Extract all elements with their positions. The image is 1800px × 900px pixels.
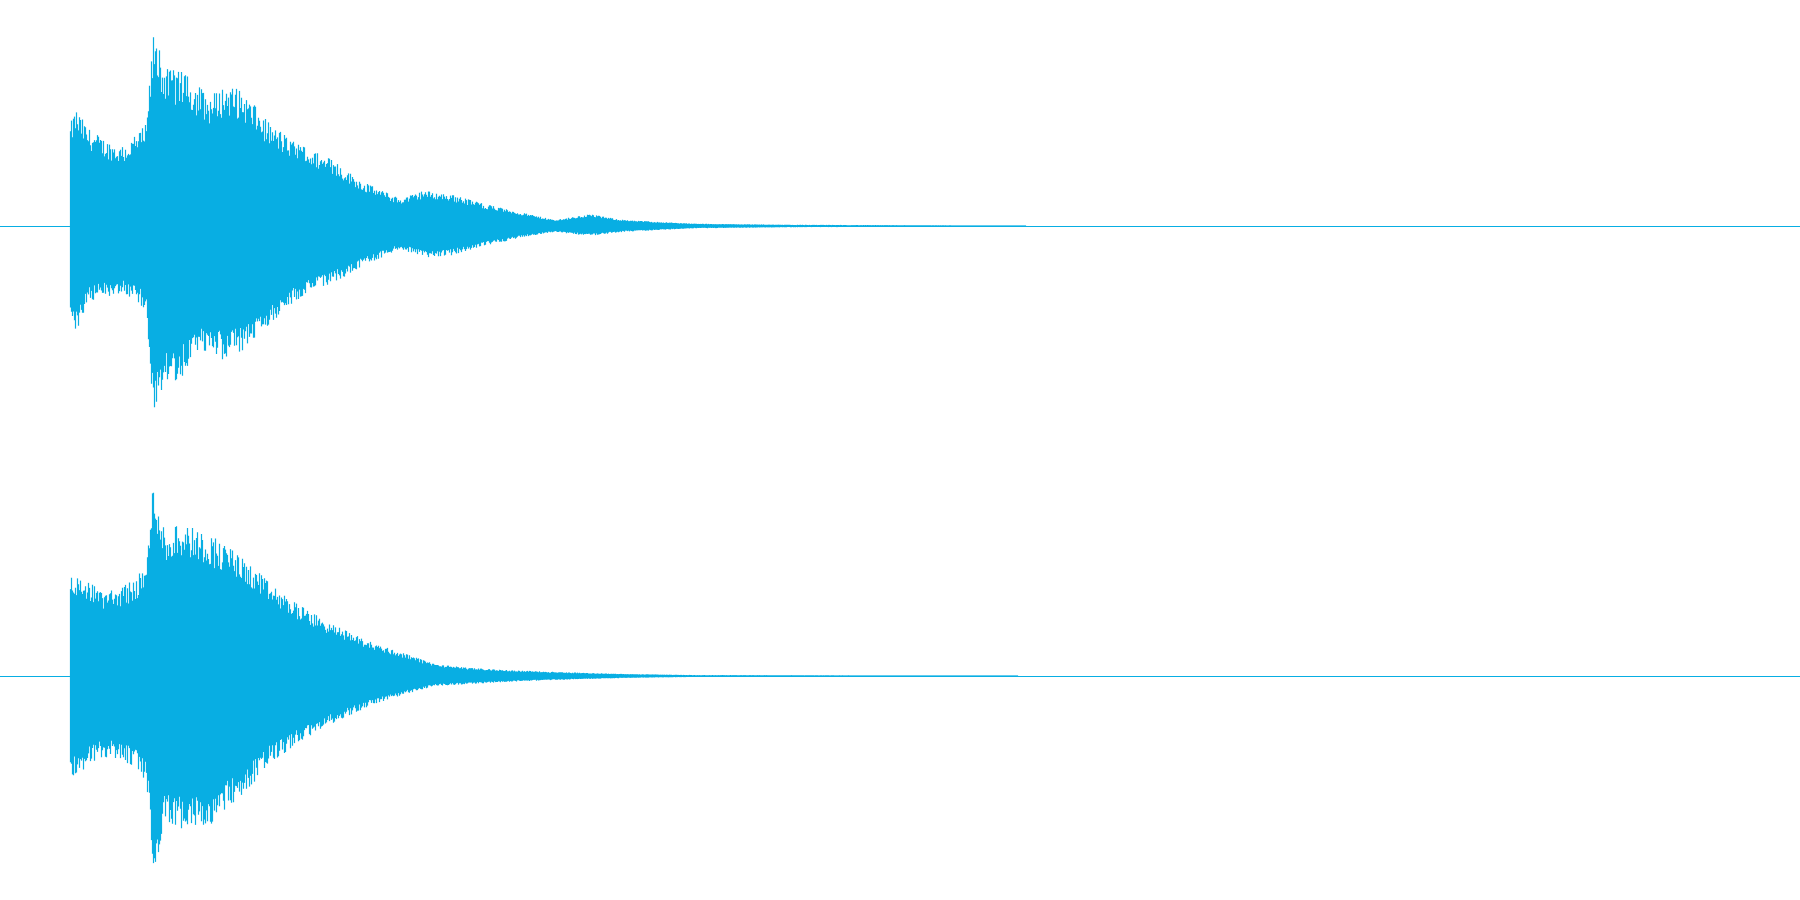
channel-2-waveform	[69, 492, 1019, 864]
waveform-channel-2	[0, 492, 1800, 864]
waveform-channel-1	[0, 37, 1800, 408]
channel-1-waveform	[69, 37, 1027, 408]
